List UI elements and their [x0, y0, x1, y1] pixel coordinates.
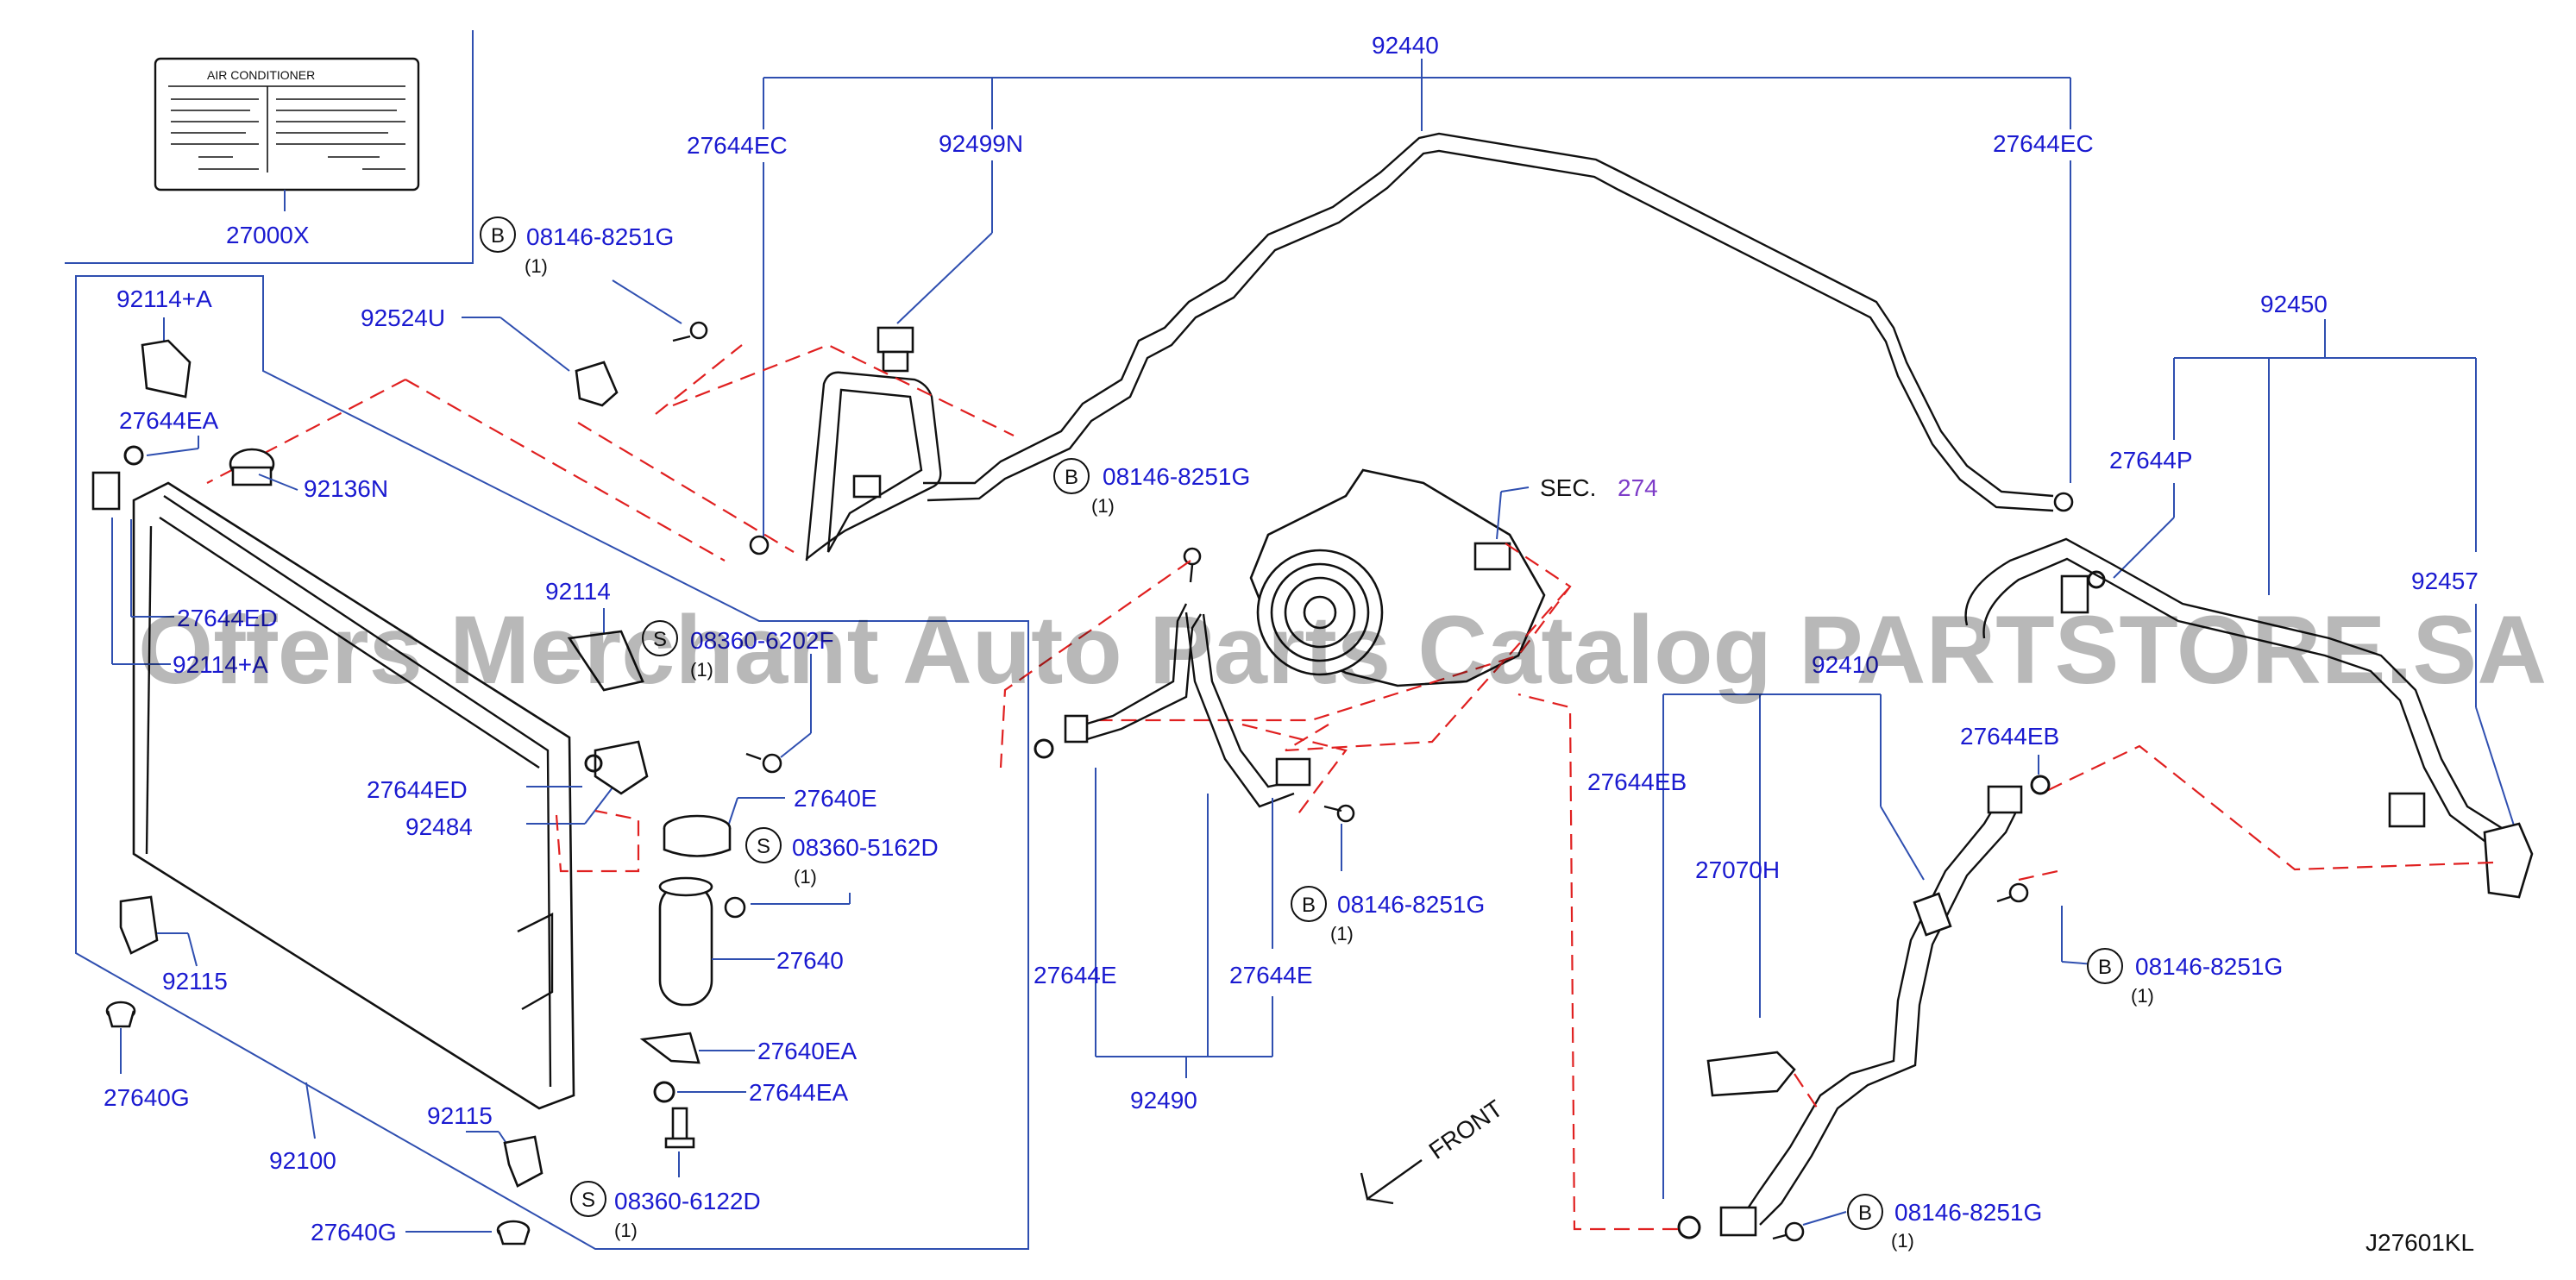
bolt-b5-letter: B	[1858, 1202, 1872, 1225]
sensor-92136N-icon	[229, 448, 275, 486]
bracket-92484-icon	[584, 740, 649, 795]
label-92457: 92457	[2411, 568, 2479, 594]
hose-92490-icon	[1064, 603, 1311, 808]
label-92115-bottom: 92115	[427, 1102, 493, 1129]
sec-number: 274	[1618, 474, 1658, 501]
bracket-27640EA-icon	[639, 1032, 701, 1064]
receiver-27640-icon	[658, 876, 713, 1007]
bolt-b5-qty: (1)	[1891, 1230, 1914, 1252]
label-92114: 92114	[545, 578, 611, 605]
bolt-s3-code: 08360-6122D	[614, 1188, 761, 1214]
bolt-b2-qty: (1)	[1091, 495, 1115, 517]
front-label: FRONT	[1424, 1095, 1508, 1164]
label-27644E-left: 27644E	[1034, 962, 1117, 988]
bracket-27640E-icon	[663, 814, 732, 857]
bracket-27070H-icon	[1706, 1051, 1796, 1097]
bolt-s3-qty: (1)	[614, 1220, 638, 1241]
hose-92410-icon	[1719, 785, 2023, 1237]
bolt-b5-icon	[1772, 1221, 1805, 1242]
pipe-92450-icon	[1964, 537, 2534, 899]
diagram-code: J27601KL	[2366, 1229, 2474, 1256]
ac-label-card: AIR CONDITIONER	[154, 57, 420, 191]
pipe-92440	[749, 132, 2074, 562]
bolt-b1-icon	[672, 321, 708, 342]
label-92450: 92450	[2260, 291, 2328, 317]
label-27644EC-left: 27644EC	[687, 132, 788, 159]
label-92484: 92484	[405, 813, 473, 840]
bolt-b4-icon	[1996, 882, 2029, 903]
sec-label: SEC.	[1540, 474, 1596, 501]
label-27000X: 27000X	[226, 222, 310, 248]
label-27644EC-right: 27644EC	[1993, 130, 2094, 157]
bolt-s1-code: 08360-6202F	[690, 627, 834, 654]
leader-92440	[763, 59, 2071, 131]
label-27640G-bottom: 27640G	[311, 1219, 397, 1245]
bolt-s1-qty: (1)	[690, 659, 713, 681]
label-card-frame	[65, 30, 474, 264]
label-27644ED: 27644ED	[367, 776, 468, 803]
bolt-b5-code: 08146-8251G	[1894, 1199, 2042, 1226]
label-27644EB-left: 27644EB	[1587, 769, 1687, 795]
bolt-b3-letter: B	[1302, 894, 1316, 917]
label-92499N: 92499N	[939, 130, 1023, 157]
label-92115-top: 92115	[162, 968, 228, 995]
label-27644EA-top: 27644EA	[119, 407, 219, 434]
condenser-92100-icon	[91, 471, 575, 1110]
bolt-b3-qty: (1)	[1330, 923, 1354, 944]
label-27644E-right: 27644E	[1229, 962, 1313, 988]
bracket-92115-top-icon	[119, 895, 159, 955]
grommet-27640G-left-icon	[105, 1001, 136, 1028]
bolt-s2-code: 08360-5162D	[792, 834, 939, 861]
label-27644P: 27644P	[2109, 447, 2193, 474]
bolt-s3-letter: S	[581, 1189, 595, 1212]
label-92410: 92410	[1812, 651, 1879, 678]
bolt-s2-qty: (1)	[794, 866, 817, 888]
bracket-92114-icon	[567, 630, 644, 692]
label-27640G-left: 27640G	[104, 1084, 190, 1111]
bolt-b4-letter: B	[2098, 956, 2112, 979]
label-92114A: 92114+A	[116, 285, 212, 312]
label-27644EA-bottom: 27644EA	[749, 1079, 849, 1106]
bracket-92115-bottom-icon	[503, 1135, 543, 1188]
label-27640EA: 27640EA	[757, 1038, 858, 1064]
label-card-title: AIR CONDITIONER	[207, 68, 315, 82]
label-27644ED-left: 27644ED	[177, 605, 278, 631]
bolt-s1-icon	[745, 752, 782, 774]
label-92490: 92490	[1130, 1087, 1197, 1114]
grommet-27640G-bottom-icon	[496, 1220, 531, 1245]
bolt-b4-qty: (1)	[2131, 985, 2154, 1007]
bolt-b1-letter: B	[491, 224, 505, 248]
compressor-icon	[1249, 468, 1546, 687]
bolt-s2-icon	[724, 896, 746, 919]
label-27644EB-right: 27644EB	[1960, 723, 2059, 750]
condenser-group-frame	[75, 275, 1029, 1250]
bracket-92114A-icon	[141, 339, 192, 398]
watermark: Offers Merchant Auto Parts Catalog PARTS…	[138, 596, 2547, 704]
label-27640E: 27640E	[794, 785, 877, 812]
label-92524U: 92524U	[361, 304, 445, 331]
bolt-b4-code: 08146-8251G	[2135, 953, 2283, 980]
label-27070H: 27070H	[1695, 856, 1780, 883]
bolt-b3-icon	[1323, 804, 1355, 823]
label-92136N: 92136N	[304, 475, 388, 502]
label-27640: 27640	[776, 947, 844, 974]
bracket-92524U-icon	[575, 361, 619, 407]
bolt-s2-letter: S	[757, 835, 770, 858]
bolt-b1-code: 08146-8251G	[526, 223, 674, 250]
bolt-s3-icon	[664, 1107, 695, 1149]
label-92440: 92440	[1372, 32, 1439, 59]
front-arrow-icon	[1360, 1159, 1423, 1205]
label-92100: 92100	[269, 1147, 336, 1174]
bolt-b2-letter: B	[1065, 466, 1078, 489]
bolt-b1-qty: (1)	[525, 255, 548, 277]
bolt-b3-code: 08146-8251G	[1337, 891, 1485, 918]
bolt-s1-letter: S	[653, 628, 667, 651]
bolt-b2-icon	[1183, 547, 1202, 583]
label-92114A-left: 92114+A	[173, 651, 268, 678]
bolt-b2-code: 08146-8251G	[1103, 463, 1250, 490]
